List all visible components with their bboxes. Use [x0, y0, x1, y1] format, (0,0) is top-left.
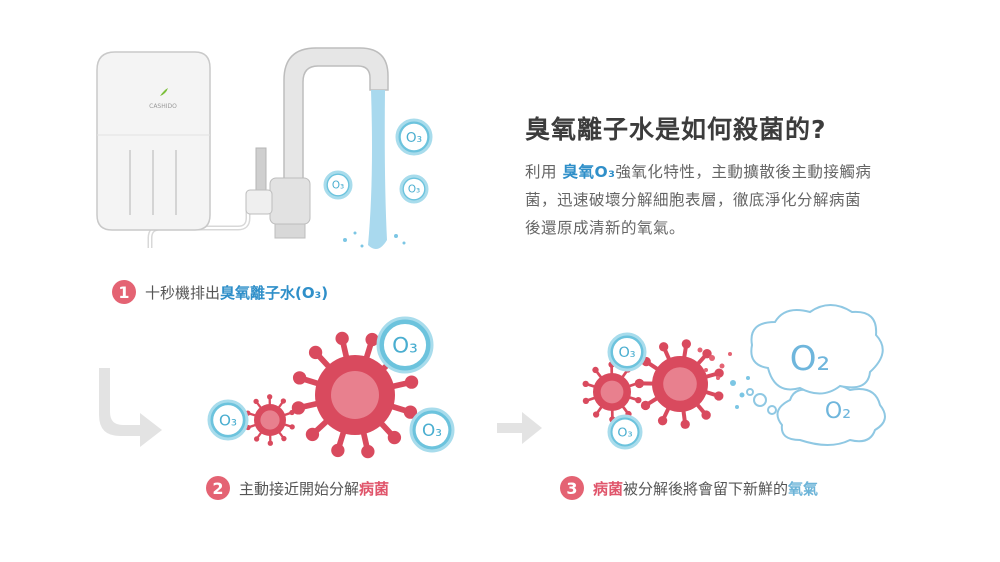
page-title: 臭氧離子水是如何殺菌的?	[525, 115, 827, 144]
step-highlight: 病菌	[593, 479, 624, 498]
cloud-label: O₂	[825, 399, 851, 424]
ozone-label: O₃	[408, 184, 420, 196]
purifier-device: CASHIDO	[96, 51, 251, 248]
ozone-bubble-icon: O₃	[376, 316, 434, 374]
water-stream	[368, 90, 387, 249]
step-highlight: 病菌	[359, 479, 390, 498]
virus-icon	[634, 339, 724, 429]
ozone-bubble-icon: O₃	[207, 399, 249, 441]
description-text: 強氧化特性，主動擴散後主動接觸病菌，迅速破壞分解細胞表層，徹底淨化分解病菌後還原…	[525, 163, 872, 237]
ozone-label: O₃	[406, 130, 422, 146]
step-text: 主動接近開始分解	[239, 479, 360, 498]
ozone-label: O₃	[422, 420, 442, 440]
virus-icon	[245, 394, 295, 446]
ozone-label: O₃	[618, 345, 635, 361]
description-prefix: 利用	[525, 163, 563, 181]
ozone-bubble-icon: O₃	[409, 407, 455, 453]
step-number: 2	[206, 476, 230, 500]
leaf-logo-icon	[160, 88, 168, 96]
faucet	[245, 47, 406, 249]
step-1: 1 十秒機排出 臭氧離子水(O₃)	[112, 280, 328, 304]
step-number: 1	[112, 280, 136, 304]
ozone-label: O₃	[617, 425, 632, 440]
step-highlight-oxygen: 氧氣	[788, 479, 819, 498]
step-2: 2 主動接近開始分解 病菌	[206, 476, 389, 500]
step-highlight: 臭氧離子水(O₃)	[220, 283, 329, 302]
ozone-label: O₃	[332, 180, 344, 192]
ozone-bubble-icon: O₃	[399, 174, 429, 204]
ozone-bubble-icon: O₃	[395, 118, 433, 156]
description: 利用 臭氧O₃強氧化特性，主動擴散後主動接觸病菌，迅速破壞分解細胞表層，徹底淨化…	[525, 158, 875, 242]
ozone-bubble-icon: O₃	[607, 332, 647, 372]
right-arrow-icon	[497, 412, 542, 444]
ozone-label: O₃	[392, 334, 418, 359]
water-splash	[343, 231, 406, 248]
cloud-label: O₂	[790, 339, 830, 379]
step-text: 被分解後將會留下新鮮的	[623, 479, 789, 498]
ozone-bubble-icon: O₃	[323, 170, 353, 200]
ozone-label: O₃	[219, 411, 237, 429]
virus-fragments	[697, 347, 732, 380]
virus-icon	[291, 331, 419, 459]
oxygen-dots	[730, 376, 750, 409]
device-logo: CASHIDO	[149, 103, 177, 110]
step-3: 3 病菌 被分解後將會留下新鮮的 氧氣	[560, 476, 818, 500]
step-text: 十秒機排出	[145, 283, 221, 302]
ozone-bubble-icon: O₃	[607, 414, 643, 450]
oxygen-clouds	[746, 304, 886, 446]
down-right-arrow-icon	[99, 368, 162, 447]
step-number: 3	[560, 476, 584, 500]
ozone-highlight: 臭氧O₃	[562, 163, 616, 181]
